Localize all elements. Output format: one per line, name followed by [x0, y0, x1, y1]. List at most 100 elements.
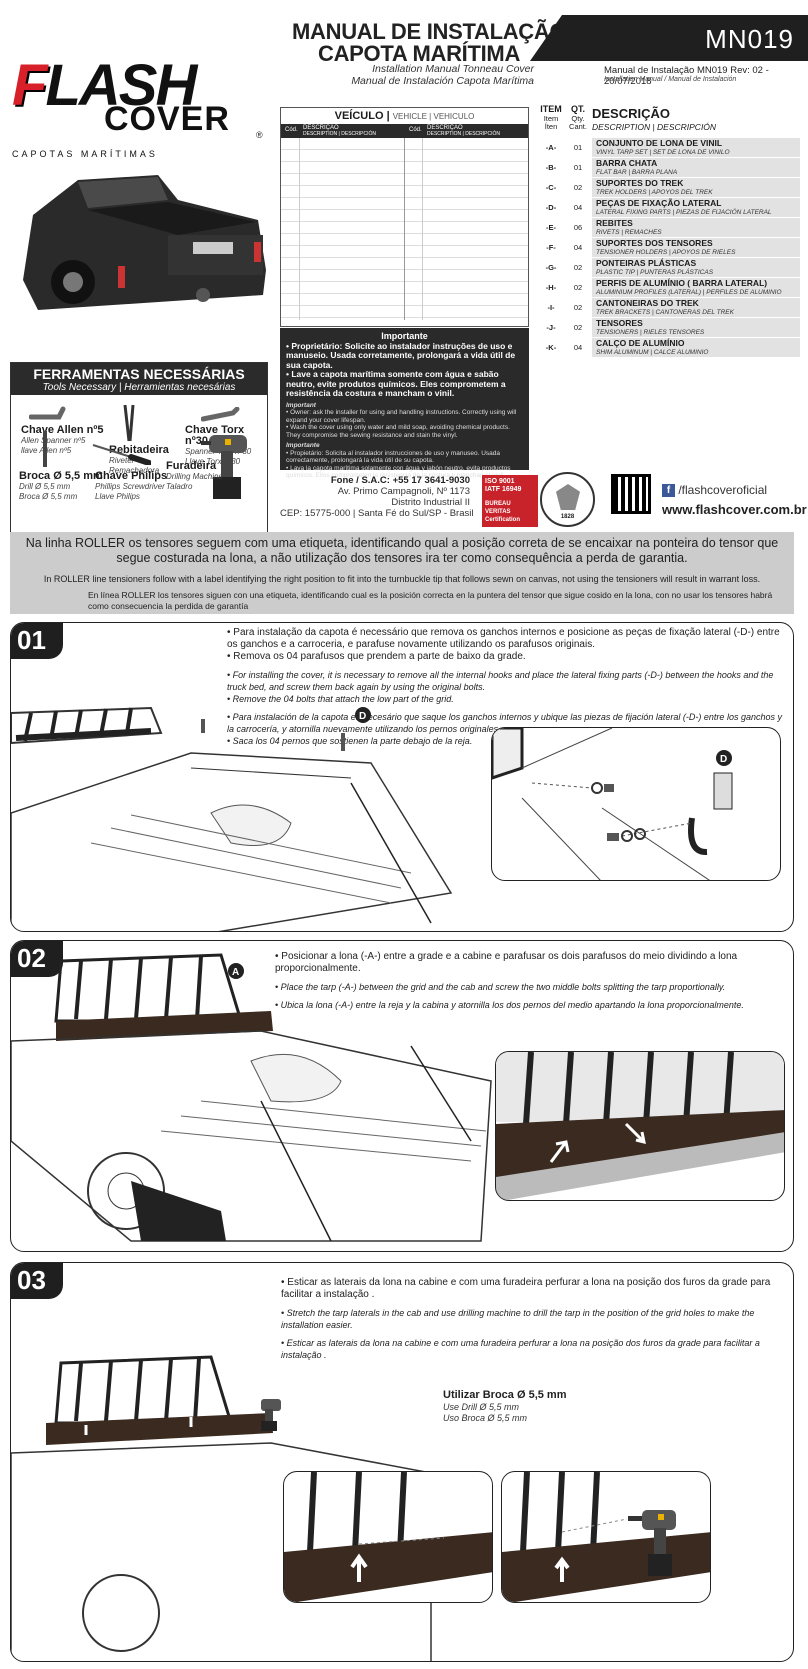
step-03-text: • Esticar as laterais da lona na cabine … — [281, 1277, 791, 1361]
step-01-en: • For installing the cover, it is necess… — [227, 670, 774, 692]
col-desc-sub-1: DESCRIPTION | DESCRIPCIÓN — [303, 131, 376, 137]
step-03-truck-illustration — [11, 1355, 432, 1661]
social-link[interactable]: f /flashcoveroficial — [662, 483, 767, 498]
tool-phillips-es: Llave Philips — [95, 492, 140, 501]
manual-code: MN019 — [705, 24, 794, 54]
parts-col-item: ITEM — [540, 104, 562, 114]
part-code: -D- — [545, 203, 557, 212]
part-name: SUPORTES DOS TENSORES — [596, 238, 713, 248]
lateral-fixing-zoom-illustration: D — [492, 728, 733, 880]
step-01-en-2: • Remove the 04 bolts that attach the lo… — [227, 694, 454, 704]
part-qty: 01 — [573, 143, 583, 152]
step-03-zoom-detail-left — [283, 1471, 493, 1603]
tools-header: FERRAMENTAS NECESSÁRIAS Tools Necessary … — [11, 363, 267, 395]
important-es-1: • Propietário: Solicita al instalador in… — [286, 449, 500, 465]
step-01-zoom-detail: D — [491, 727, 781, 881]
drill-size-es: Uso Broca Ø 5,5 mm — [443, 1413, 528, 1423]
part-name-translations: TENSIONERS | RIELES TENSORES — [596, 329, 705, 336]
parts-col-desc: DESCRIÇÃO — [592, 106, 671, 121]
col-desc-1: DESCRIÇÃO — [303, 125, 339, 131]
important-pt-1: • Proprietário: Solicite ao instalador i… — [286, 340, 516, 370]
step-01-number: 01 — [11, 623, 63, 659]
tools-panel: FERRAMENTAS NECESSÁRIAS Tools Necessary … — [10, 362, 268, 537]
part-name-translations: TREK HOLDERS | APOYOS DEL TREK — [596, 189, 713, 196]
facebook-icon: f — [662, 484, 675, 498]
part-qty: 04 — [573, 203, 583, 212]
truck-photo — [23, 175, 266, 310]
tool-furadeira-en: Drilling Machine — [166, 472, 223, 481]
important-pt-2: • Lave a capota marítima somente com águ… — [286, 369, 506, 398]
iso-line-2: IATF 16949 — [485, 486, 522, 493]
step-03-panel: 03 • Esticar as laterais da lona na cabi… — [10, 1262, 794, 1662]
website-link[interactable]: www.flashcover.com.br — [662, 502, 807, 517]
contact-address-1: Av. Primo Campagnoli, Nº 1173 — [337, 486, 470, 497]
part-code: -G- — [545, 263, 557, 272]
zoom-callout-d: D — [720, 754, 727, 765]
important-es-2: • Lava la capota marítima solamente con … — [286, 464, 511, 480]
brand-logo-cover: COVER — [104, 100, 230, 138]
part-qty: 04 — [573, 243, 583, 252]
step-01-es-2: • Saca los 04 pernos que sostienen la pa… — [227, 736, 473, 746]
subtitle-es: Manual de Instalación Capota Marítima — [351, 75, 534, 87]
contact-block: Fone / S.A.C: +55 17 3641-9030 Av. Primo… — [280, 475, 473, 519]
part-code: -H- — [545, 283, 557, 292]
part-name: SUPORTES DO TREK — [596, 178, 684, 188]
tool-allen-en: Allen Spanner nº5 — [21, 436, 86, 445]
tools-subtitle: Tools Necessary | Herramientas necesária… — [42, 382, 236, 393]
qr-code[interactable] — [611, 474, 651, 514]
vehicle-title: VEÍCULO | VEHICLE | VEHICULO — [334, 110, 475, 122]
part-description: PERFIS DE ALUMÍNIO ( BARRA LATERAL)ALUMI… — [592, 278, 800, 305]
part-name: REBITES — [596, 218, 633, 228]
brand-tagline: CAPOTAS MARÍTIMAS — [12, 149, 158, 159]
screwdriver-icon — [92, 444, 151, 465]
iso-line-3: BUREAU VERITAS — [485, 501, 511, 515]
col-desc-sub-2: DESCRIPTION | DESCRIPCIÓN — [427, 131, 500, 137]
tarp-mount-zoom-illustration — [496, 1052, 784, 1200]
step-01-truck-bed-illustration: D — [11, 706, 453, 931]
important-en-title: Important — [286, 401, 316, 409]
part-name: TENSORES — [596, 318, 643, 328]
part-name: PONTEIRAS PLÁSTICAS — [596, 258, 697, 268]
vehicle-table-header: Cód. DESCRIÇÃO DESCRIPTION | DESCRIPCIÓN… — [281, 124, 528, 138]
tool-riveter-es: Remachadora — [109, 466, 160, 475]
seal-year: 1828 — [560, 514, 575, 520]
revision-line: Manual de Instalação MN019 Rev: 02 - 20/… — [604, 65, 769, 87]
part-name-translations: LATERAL FIXING PARTS | PIEZAS DE FIJACIÓ… — [596, 209, 772, 216]
callout-a: A — [232, 967, 239, 978]
tool-drill-bit-name: Broca Ø 5,5 mm — [19, 470, 103, 482]
riveter-icon — [123, 404, 135, 442]
step-03-pt: • Esticar as laterais da lona na cabine … — [281, 1277, 771, 1300]
manual-code-badge: MN019 — [530, 15, 808, 61]
registered-mark: ® — [256, 130, 263, 140]
step-03-es: • Esticar as laterais da lona na cabine … — [281, 1338, 760, 1360]
step-02-text: • Posicionar a lona (-A-) entre a grade … — [275, 951, 791, 1011]
vehicle-title-sub: VEHICLE | VEHICULO — [392, 112, 475, 121]
callout-d: D — [359, 711, 366, 722]
iso-line-4: Certification — [485, 517, 521, 523]
important-en-1: • Owner: ask the installer for using and… — [286, 409, 517, 424]
torx-key-icon — [201, 407, 240, 422]
part-name: CALÇO DE ALUMÍNIO — [596, 338, 685, 348]
subtitle-en: Installation Manual Tonneau Cover — [372, 63, 534, 75]
step-02-es: • Ubica la lona (-A-) entre la reja y la… — [275, 1000, 744, 1010]
tarp-drill-zoom-left — [284, 1472, 492, 1602]
step-02-en: • Place the tarp (-A-) between the grid … — [275, 982, 726, 992]
iso-certification-badge: ISO 9001 IATF 16949 BUREAU VERITAS Certi… — [482, 475, 538, 527]
contact-address-2: Distrito Industrial II — [391, 497, 470, 508]
tool-furadeira-name: Furadeira — [166, 460, 217, 472]
part-code: -I- — [547, 303, 555, 312]
part-qty: 02 — [573, 303, 583, 312]
part-code: -F- — [546, 243, 556, 252]
